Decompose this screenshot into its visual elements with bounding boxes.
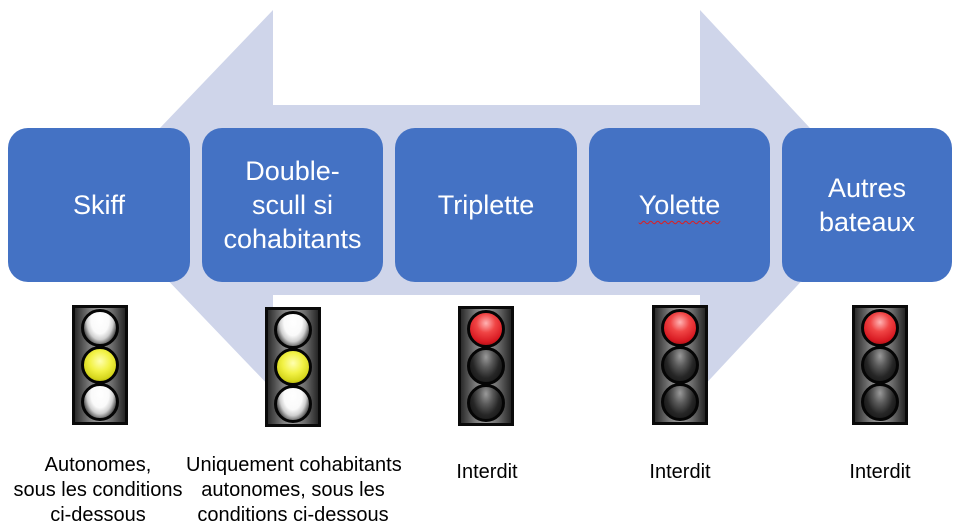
triplette-traffic-light-icon xyxy=(458,306,514,426)
caption-double-scull[interactable]: Uniquement cohabitants autonomes, sous l… xyxy=(186,453,402,528)
traffic-light-top-lamp xyxy=(274,311,312,349)
step-label-autres-bateaux-line-2: bateaux xyxy=(818,207,916,237)
caption-triplette-line-1: Interdit xyxy=(456,461,518,483)
traffic-light-middle-lamp xyxy=(467,347,505,385)
caption-skiff-line-2: sous les conditions xyxy=(13,479,183,501)
traffic-light-top-lamp xyxy=(81,309,119,347)
step-box-double-scull[interactable]: Double- scull si cohabitants xyxy=(202,128,383,282)
autres-bateaux-traffic-light-icon xyxy=(852,305,908,425)
traffic-light-middle-lamp xyxy=(661,346,699,384)
traffic-light-middle-lamp xyxy=(861,346,899,384)
caption-double-scull-line-2: autonomes, sous les xyxy=(201,479,385,501)
double-scull-traffic-light-icon xyxy=(265,307,321,427)
step-box-triplette[interactable]: Triplette xyxy=(395,128,577,282)
caption-double-scull-line-1: Uniquement cohabitants xyxy=(186,454,402,476)
traffic-light-middle-lamp xyxy=(81,346,119,384)
caption-yolette-line-1: Interdit xyxy=(649,461,711,483)
step-label-double-scull-line-2: scull si xyxy=(251,190,333,220)
traffic-light-top-lamp xyxy=(661,309,699,347)
caption-yolette[interactable]: Interdit xyxy=(630,460,730,485)
step-label-triplette: Triplette xyxy=(437,190,535,220)
step-box-skiff[interactable]: Skiff xyxy=(8,128,190,282)
step-label-yolette: Yolette xyxy=(638,190,721,220)
step-label-autres-bateaux-line-1: Autres xyxy=(827,173,907,203)
caption-triplette[interactable]: Interdit xyxy=(437,460,537,485)
yolette-traffic-light-icon xyxy=(652,305,708,425)
step-box-autres-bateaux[interactable]: Autres bateaux xyxy=(782,128,952,282)
traffic-light-top-lamp xyxy=(861,309,899,347)
traffic-light-bottom-lamp xyxy=(861,383,899,421)
traffic-light-bottom-lamp xyxy=(467,384,505,422)
traffic-light-middle-lamp xyxy=(274,348,312,386)
traffic-light-bottom-lamp xyxy=(661,383,699,421)
step-label-double-scull-line-3: cohabitants xyxy=(223,224,362,254)
step-label-double-scull-line-1: Double- xyxy=(245,156,340,186)
caption-skiff-line-1: Autonomes, xyxy=(44,454,152,476)
step-label-skiff: Skiff xyxy=(72,190,126,220)
traffic-light-top-lamp xyxy=(467,310,505,348)
caption-autres-bateaux[interactable]: Interdit xyxy=(830,460,930,485)
step-box-yolette[interactable]: Yolette xyxy=(589,128,770,282)
caption-double-scull-line-3: conditions ci-dessous xyxy=(197,504,389,526)
skiff-traffic-light-icon xyxy=(72,305,128,425)
caption-skiff-line-3: ci-dessous xyxy=(50,504,146,526)
traffic-light-bottom-lamp xyxy=(81,383,119,421)
traffic-light-bottom-lamp xyxy=(274,385,312,423)
caption-skiff[interactable]: Autonomes, sous les conditions ci-dessou… xyxy=(3,453,193,528)
caption-autres-bateaux-line-1: Interdit xyxy=(849,461,911,483)
